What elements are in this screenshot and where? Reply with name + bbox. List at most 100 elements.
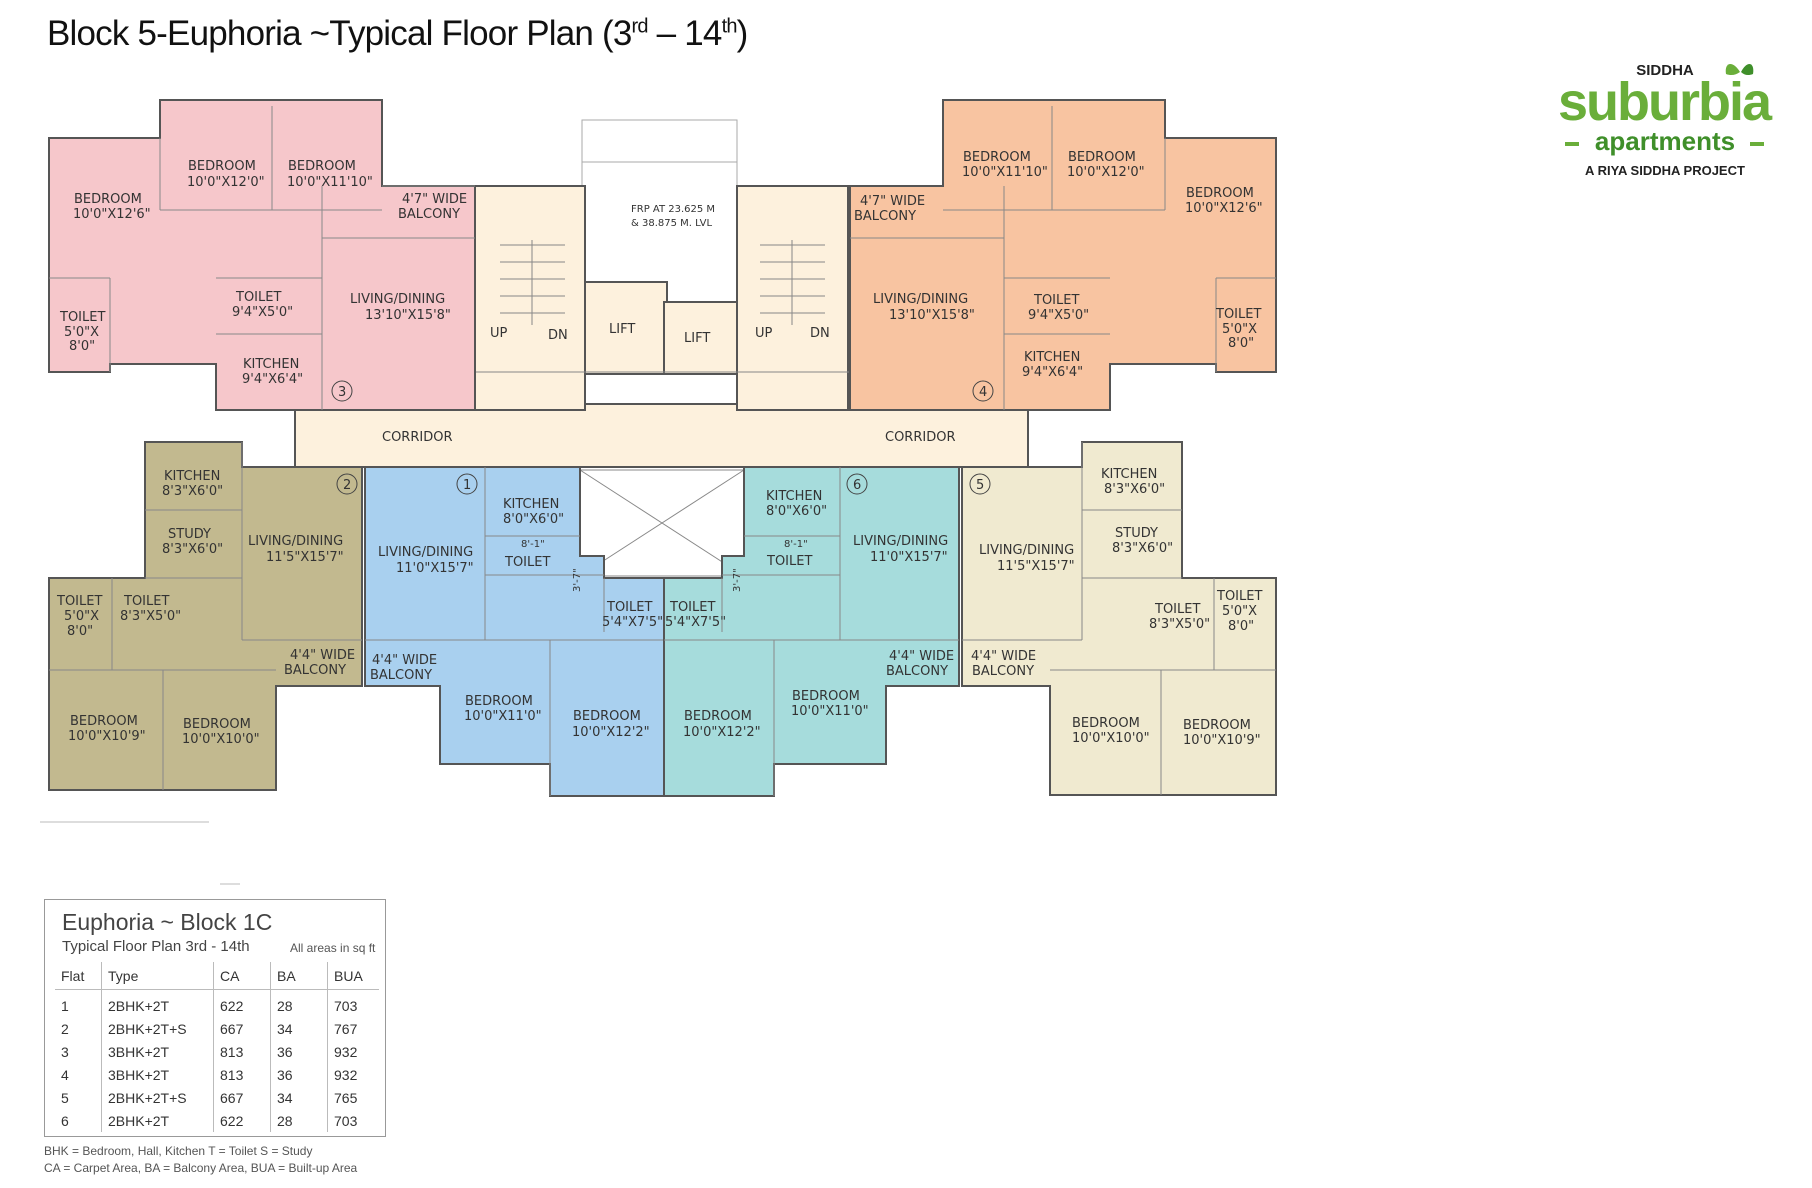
core-area: FRP AT 23.625 M & 38.875 M. LVL LIFT LIF… (294, 119, 1029, 577)
f1-bedroom-2-dim: 10'0"X12'2" (572, 725, 650, 740)
frp-label-line2: & 38.875 M. LVL (631, 218, 712, 229)
flat-6: KITCHEN 8'0"X6'0" LIVING/DINING 11'0"X15… (663, 466, 960, 797)
f6-bedroom-1: BEDROOM (792, 689, 860, 704)
f2-bedroom-1-dim: 10'0"X10'9" (68, 729, 146, 744)
f1-kitchen-dim: 8'0"X6'0" (503, 512, 564, 527)
f1-living-dim: 11'0"X15'7" (396, 561, 474, 576)
f2-toilet-2: TOILET (123, 594, 169, 609)
f2-study-dim: 8'3"X6'0" (162, 542, 223, 557)
f4-kitchen: KITCHEN (1024, 350, 1080, 365)
f3-toilet-1: TOILET (59, 310, 105, 325)
corridor-left: CORRIDOR (382, 430, 452, 445)
logo-tagline: A RIYA SIDDHA PROJECT (1585, 163, 1745, 178)
table-subtitle: Typical Floor Plan 3rd - 14th (62, 938, 250, 955)
f2-bedroom-2: BEDROOM (183, 717, 251, 732)
stair-up-right: UP (755, 326, 773, 341)
f3-bedroom-1-dim: 10'0"X12'6" (73, 207, 151, 222)
cell-ca: 813 (213, 1063, 271, 1086)
f5-toilet-1: TOILET (1216, 589, 1262, 604)
leaf-icon (1725, 63, 1754, 76)
cell-bua: 703 (327, 1109, 379, 1132)
logo-brand-sub: apartments (1595, 126, 1735, 156)
f3-balcony-width: 4'7" WIDE (402, 192, 467, 207)
f4-toilet-2-dim: 9'4"X5'0" (1028, 308, 1089, 323)
f5-bedroom-2-dim: 10'0"X10'9" (1183, 733, 1261, 748)
legend-line-2: CA = Carpet Area, BA = Balcony Area, BUA… (44, 1161, 358, 1175)
cell-ca: 667 (213, 1017, 271, 1040)
f4-toilet-2: TOILET (1033, 293, 1079, 308)
f5-living-dim: 11'5"X15'7" (997, 559, 1075, 574)
f2-kitchen: KITCHEN (164, 469, 220, 484)
cell-ba: 34 (270, 1086, 328, 1109)
table-unit-note: All areas in sq ft (290, 941, 376, 955)
f3-bedroom-3: BEDROOM (288, 159, 356, 174)
f4-bedroom-3-dim: 10'0"X12'6" (1185, 201, 1263, 216)
f4-bedroom-2-dim: 10'0"X12'0" (1067, 165, 1145, 180)
area-table: Euphoria ~ Block 1C Typical Floor Plan 3… (44, 899, 386, 1137)
cell-type: 3BHK+2T (101, 1063, 214, 1086)
cell-flat: 1 (61, 997, 69, 1014)
f6-living: LIVING/DINING (853, 534, 948, 549)
logo-brand-top: SIDDHA (1636, 62, 1694, 79)
f6-number: 6 (853, 478, 861, 493)
f3-bedroom-1: BEDROOM (74, 192, 142, 207)
cell-flat: 3 (61, 1043, 69, 1060)
f5-living: LIVING/DINING (979, 543, 1074, 558)
cell-ca: 622 (213, 1109, 271, 1132)
cell-ba: 36 (270, 1040, 328, 1063)
cell-bua: 932 (327, 1040, 379, 1063)
lift-label-left: LIFT (609, 322, 635, 337)
cell-bua: 932 (327, 1063, 379, 1086)
stair-dn-right: DN (810, 326, 830, 341)
f3-toilet-1-dim-b: 8'0" (69, 339, 95, 354)
flat-3: BEDROOM 10'0"X12'6" BEDROOM 10'0"X12'0" … (48, 99, 476, 411)
lift-label-right: LIFT (684, 331, 710, 346)
f5-kitchen: KITCHEN (1101, 467, 1157, 482)
f5-toilet-2-dim: 8'3"X5'0" (1149, 617, 1210, 632)
f2-toilet-1-dim-b: 8'0" (67, 624, 93, 639)
f6-balcony-width: 4'4" WIDE (889, 649, 954, 664)
flat-1: KITCHEN 8'0"X6'0" LIVING/DINING 11'0"X15… (364, 466, 665, 797)
f4-toilet-1: TOILET (1215, 307, 1261, 322)
f2-balcony: BALCONY (284, 663, 346, 678)
f5-toilet-2: TOILET (1154, 602, 1200, 617)
f3-toilet-2: TOILET (235, 290, 281, 305)
siddha-suburbia-logo: SIDDHA suburbia apartments A RIYA SIDDHA… (1558, 62, 1775, 178)
f6-toilet-2: TOILET (669, 600, 715, 615)
f5-kitchen-dim: 8'3"X6'0" (1104, 482, 1165, 497)
f2-toilet-2-dim: 8'3"X5'0" (120, 609, 181, 624)
cell-flat: 4 (61, 1066, 69, 1083)
cell-flat: 5 (61, 1089, 69, 1106)
page-title: Block 5-Euphoria ~Typical Floor Plan (3r… (47, 14, 748, 53)
f2-toilet-1-dim-a: 5'0"X (64, 609, 99, 624)
f2-living-dim: 11'5"X15'7" (266, 550, 344, 565)
f3-living-dim: 13'10"X15'8" (365, 308, 451, 323)
f4-living-dim: 13'10"X15'8" (889, 308, 975, 323)
f5-number: 5 (976, 478, 984, 493)
f1-dim-8-1: 8'-1" (521, 539, 545, 550)
flat-2: KITCHEN 8'3"X6'0" STUDY 8'3"X6'0" LIVING… (48, 441, 363, 791)
f4-kitchen-dim: 9'4"X6'4" (1022, 365, 1083, 380)
f2-bedroom-1: BEDROOM (70, 714, 138, 729)
cell-type: 2BHK+2T (101, 1109, 214, 1132)
f2-balcony-width: 4'4" WIDE (290, 648, 355, 663)
f1-kitchen: KITCHEN (503, 497, 559, 512)
frp-label-line1: FRP AT 23.625 M (631, 204, 715, 215)
corridor-right: CORRIDOR (885, 430, 955, 445)
cell-bua: 767 (327, 1017, 379, 1040)
f4-living: LIVING/DINING (873, 292, 968, 307)
cell-ba: 28 (270, 989, 328, 1017)
cell-ba: 34 (270, 1017, 328, 1040)
cell-flat: 2 (61, 1020, 69, 1037)
f1-toilet-1: TOILET (504, 555, 550, 570)
cell-ba: 36 (270, 1063, 328, 1086)
f3-toilet-1-dim-a: 5'0"X (64, 325, 99, 340)
stair-dn-left: DN (548, 328, 568, 343)
cell-type: 2BHK+2T (101, 989, 214, 1017)
f3-kitchen: KITCHEN (243, 357, 299, 372)
f1-bedroom-1: BEDROOM (465, 694, 533, 709)
f1-balcony: BALCONY (370, 668, 432, 683)
